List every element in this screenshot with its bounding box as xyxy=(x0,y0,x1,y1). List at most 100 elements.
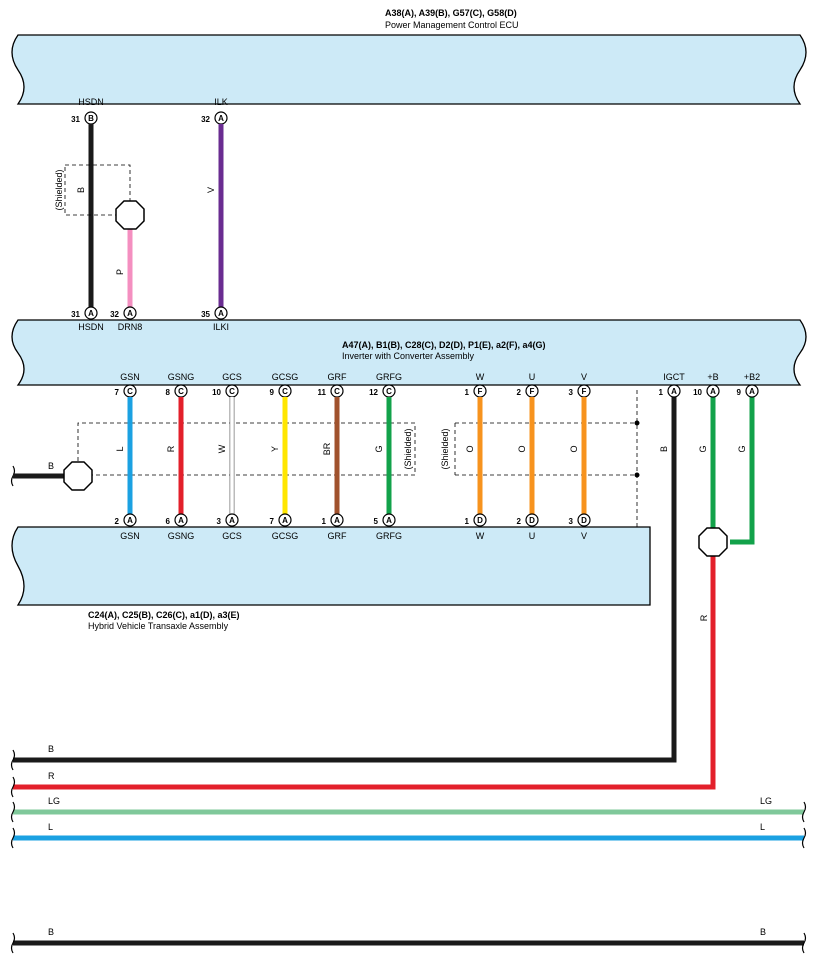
connector-circle xyxy=(473,513,487,527)
bus-label-left: B xyxy=(48,744,54,754)
shield-box-top xyxy=(64,164,131,216)
pin-number: 8 xyxy=(166,388,171,397)
connector-circle xyxy=(123,306,137,320)
inverter-terminal-gsng: GSNG xyxy=(168,372,195,382)
inverter-top-pin-32: 32 A DRN8 xyxy=(110,306,143,332)
connector-letter: C xyxy=(229,387,235,396)
connector-circle xyxy=(174,513,188,527)
inverter-terminal-v: V xyxy=(581,372,587,382)
ecu-pin-31: 31 B xyxy=(71,111,98,125)
connector-letter: C xyxy=(386,387,392,396)
pin-number: 32 xyxy=(201,115,210,124)
bus-label-left: LG xyxy=(48,796,60,806)
transaxle-body xyxy=(11,526,651,606)
joint-connector-ground xyxy=(63,461,93,491)
inverter-body xyxy=(11,319,807,386)
pin-number: 9 xyxy=(737,388,742,397)
connector-letter: A xyxy=(127,516,133,525)
ecu-pin-32: 32 A xyxy=(201,111,228,125)
inverter-top-pin-31: 31 A HSDN xyxy=(71,306,104,332)
connector-letter: A xyxy=(386,516,392,525)
joint-connector-plusb xyxy=(698,527,728,557)
connector-letter: F xyxy=(530,387,535,396)
connector-letter: D xyxy=(477,516,483,525)
inverter-terminal-gcs: GCS xyxy=(222,372,242,382)
connector-circle xyxy=(382,513,396,527)
wire-label-w: W xyxy=(217,444,227,453)
pin-number: 11 xyxy=(318,388,327,397)
bus-break-left xyxy=(10,932,16,954)
transaxle-terminal-grfg: GRFG xyxy=(376,531,402,541)
wire-label-br: BR xyxy=(322,442,332,455)
pin-number: 12 xyxy=(369,388,378,397)
ecu-terminal-hsdn: HSDN xyxy=(78,97,104,107)
transaxle-codes: C24(A), C25(B), C26(C), a1(D), a3(E) xyxy=(88,610,240,620)
bus-break-right xyxy=(801,827,807,849)
pin-number: 10 xyxy=(212,388,221,397)
pin-number: 1 xyxy=(465,517,470,526)
joint-connector-top xyxy=(115,200,145,230)
connector-letter: C xyxy=(334,387,340,396)
shield-box-left xyxy=(77,422,416,476)
connector-letter: A xyxy=(749,387,755,396)
ground-wire-label: B xyxy=(48,461,54,471)
connector-circle xyxy=(214,306,228,320)
bus-label-left: B xyxy=(48,927,54,937)
inverter-terminal-u: U xyxy=(529,372,536,382)
wire-label-o: O xyxy=(465,445,475,452)
wire-label-y: Y xyxy=(270,446,280,452)
connector-letter: F xyxy=(582,387,587,396)
wire-label-l: L xyxy=(115,446,125,451)
connector-letter: D xyxy=(581,516,587,525)
transaxle-terminal-gsn: GSN xyxy=(120,531,140,541)
inverter-terminal-plusb: +B xyxy=(707,372,718,382)
pin-terminal: DRN8 xyxy=(118,322,143,332)
pin-number: 1 xyxy=(659,388,664,397)
inverter-terminal-grfg: GRFG xyxy=(376,372,402,382)
connector-circle xyxy=(745,384,759,398)
bus-label-right: L xyxy=(760,822,765,832)
transaxle-name: Hybrid Vehicle Transaxle Assembly xyxy=(88,621,229,631)
pin-number: 1 xyxy=(465,388,470,397)
ecu-component: A38(A), A39(B), G57(C), G58(D) Power Man… xyxy=(11,8,807,107)
transaxle-component: C24(A), C25(B), C26(C), a1(D), a3(E) Hyb… xyxy=(11,526,651,631)
connector-letter: A xyxy=(218,114,224,123)
pin-number: 7 xyxy=(115,388,120,397)
inverter-terminal-gsn: GSN xyxy=(120,372,140,382)
bus-break-right xyxy=(801,801,807,823)
shield-box-right xyxy=(454,390,638,527)
pin-number: 6 xyxy=(166,517,171,526)
pin-number: 3 xyxy=(217,517,222,526)
transaxle-terminal-grf: GRF xyxy=(328,531,348,541)
pin-number: 35 xyxy=(201,310,210,319)
pin-number: 2 xyxy=(115,517,120,526)
connector-circle xyxy=(123,513,137,527)
inverter-name: Inverter with Converter Assembly xyxy=(342,351,475,361)
inverter-component: A47(A), B1(B), C28(C), D2(D), P1(E), a2(… xyxy=(11,319,807,386)
transaxle-terminal-gcs: GCS xyxy=(222,531,242,541)
shield-junction-top xyxy=(634,420,640,426)
connector-letter: D xyxy=(529,516,535,525)
connector-letter: F xyxy=(478,387,483,396)
bus-label-left: R xyxy=(48,771,55,781)
wire-plusb2-green xyxy=(730,396,755,545)
transaxle-terminal-v: V xyxy=(581,531,587,541)
shield-junction-bottom xyxy=(634,472,640,478)
connector-circle xyxy=(225,513,239,527)
pin-number: 10 xyxy=(693,388,702,397)
wire-label-g: G xyxy=(698,445,708,452)
bus-break-right xyxy=(801,932,807,954)
wire-label-g: G xyxy=(374,445,384,452)
